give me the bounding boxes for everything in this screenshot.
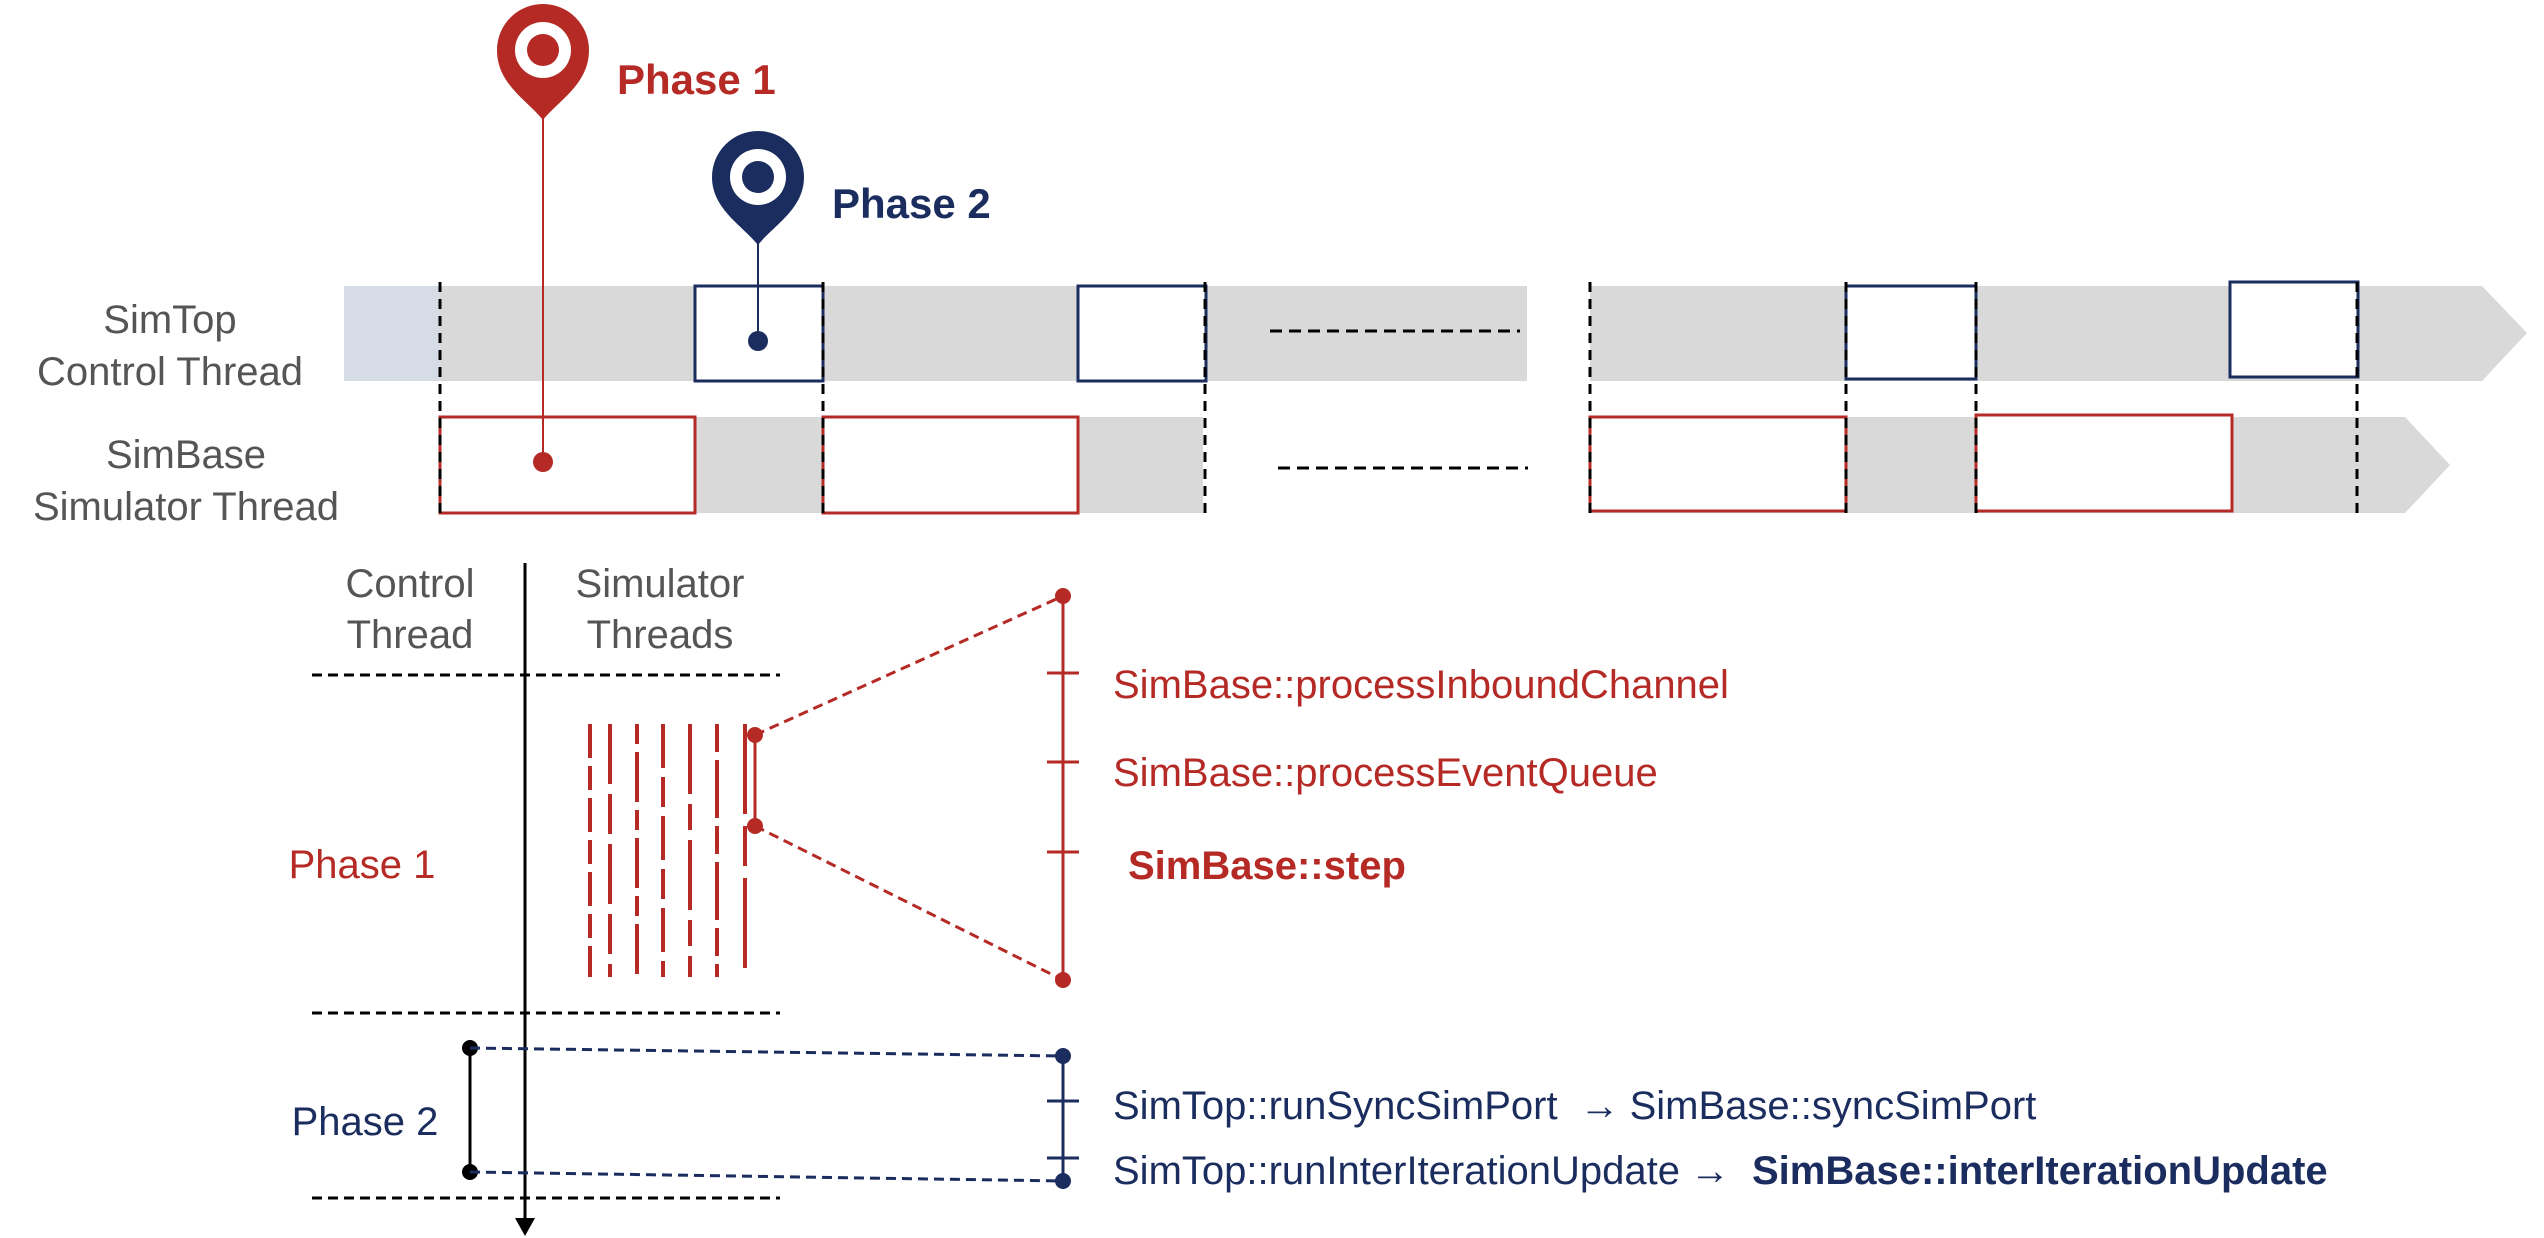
phase2-marker-dot	[748, 331, 768, 351]
phase1-step: SimBase::processInboundChannel	[1113, 663, 1729, 707]
iteration-boundaries	[438, 282, 2359, 516]
detail-phase2-label: Phase 2	[292, 1100, 439, 1144]
phase2-box	[1076, 284, 1208, 383]
call-arrow: →	[1580, 1084, 1620, 1128]
phase1-box	[438, 415, 697, 515]
column-header-control-sub: Thread	[347, 613, 474, 657]
phase1-step-axis-dot	[1055, 972, 1071, 988]
column-header-control: Control	[346, 562, 475, 606]
phase2-step: SimTop::runInterIterationUpdate→ SimBase:…	[1113, 1149, 2328, 1193]
phase1-marker-dot	[533, 452, 553, 472]
location-pin-icon	[497, 4, 589, 120]
phase1-box	[1974, 413, 2234, 513]
phase2-step-caller: SimTop::runSyncSimPort	[1113, 1084, 1558, 1128]
phase2-step-caller: SimTop::runInterIterationUpdate	[1113, 1149, 1680, 1193]
row-label-simulator-sub: Simulator Thread	[33, 485, 339, 529]
phase2-box	[1844, 284, 1978, 381]
detail: Control Thread Simulator Threads Phase 1…	[289, 562, 2328, 1236]
location-pin-icon	[712, 131, 804, 245]
phase1-box	[821, 415, 1080, 515]
column-header-simulator: Simulator	[576, 562, 745, 606]
phase2-step: SimTop::runSyncSimPort →SimBase::syncSimP…	[1113, 1084, 2036, 1128]
phase2-step-callee: SimBase::interIterationUpdate	[1752, 1149, 2328, 1193]
detail-phase1-label: Phase 1	[289, 843, 436, 887]
row-label-control-sub: Control Thread	[37, 350, 303, 394]
phase-separators	[312, 673, 780, 1200]
column-header-simulator-sub: Threads	[587, 613, 734, 657]
control-thread-axis-arrowhead	[515, 1218, 535, 1236]
phase1-zoom-line	[754, 824, 1064, 982]
simulator-thread-lines	[588, 724, 747, 977]
control-thread-bar-start	[344, 286, 440, 381]
phase2-step-callee: SimBase::syncSimPort	[1630, 1084, 2037, 1128]
phase1-box	[1588, 415, 1848, 513]
control-thread-bar-segment-2	[1590, 286, 2527, 381]
phase1-step-axis-dot	[1055, 588, 1071, 604]
phase2-marker-label: Phase 2	[832, 180, 991, 227]
phase2-step-axis-dot	[1055, 1173, 1071, 1189]
phase2-step-axis-dot	[1055, 1048, 1071, 1064]
phase2-box	[2228, 280, 2360, 379]
phase2-zoom-line	[469, 1046, 1064, 1058]
phase1-zoom-line	[754, 594, 1064, 737]
timeline: SimTop Control Thread SimBase Simulator …	[33, 4, 2527, 529]
phase1-marker-label: Phase 1	[617, 56, 776, 103]
phase1-step: SimBase::processEventQueue	[1113, 751, 1658, 795]
row-label-control: SimTop	[103, 298, 236, 342]
control-thread-bar-segment-1	[440, 286, 1527, 381]
call-arrow: →	[1690, 1149, 1730, 1193]
phase2-zoom-line	[469, 1170, 1064, 1183]
phase1-step: SimBase::step	[1128, 844, 1406, 888]
row-label-simulator: SimBase	[106, 433, 266, 477]
